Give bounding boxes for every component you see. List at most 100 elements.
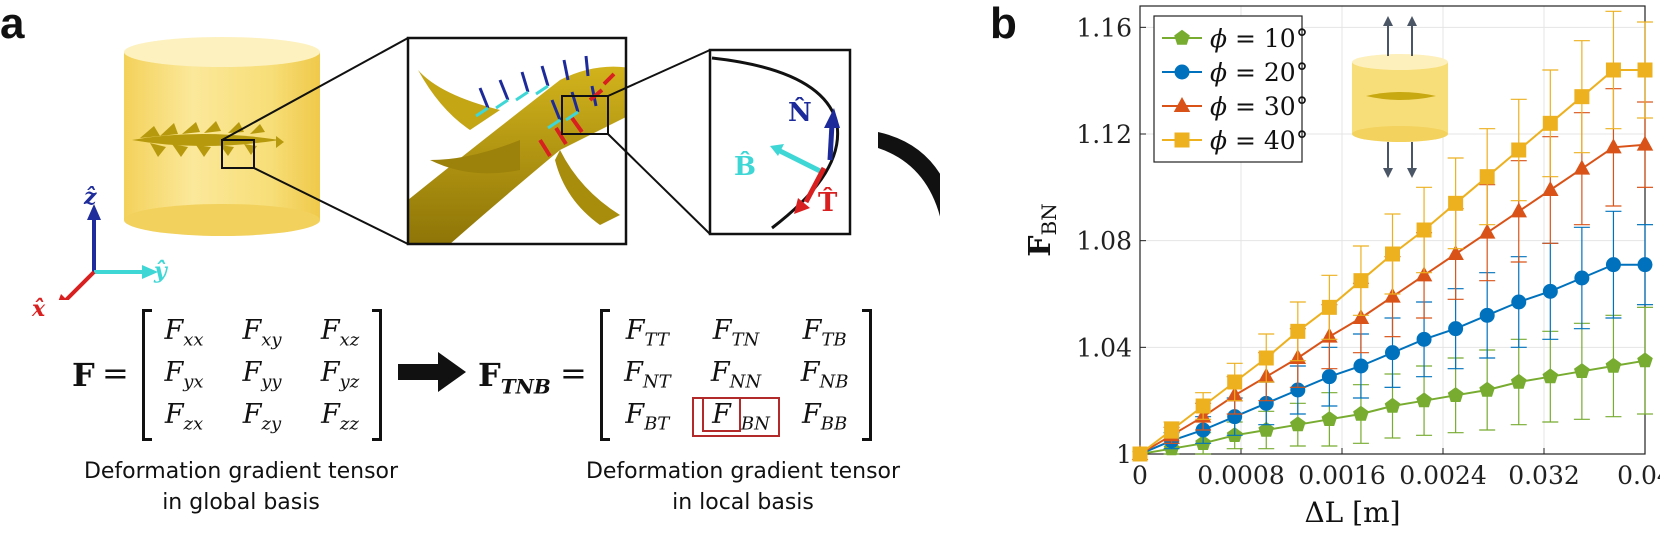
- matrix-TNB-entry-nt: FNT: [624, 357, 671, 393]
- y-axis-label-main: F: [1023, 235, 1058, 256]
- fbn-line-chart: 00.00080.00160.00240.0320.0411.041.081.1…: [1023, 5, 1660, 529]
- matrix-F-symbol: F: [72, 356, 95, 394]
- caption-global-line1: Deformation gradient tensor: [83, 459, 399, 484]
- caption-local-line1: Deformation gradient tensor: [585, 459, 901, 484]
- tension-arrow-up-head: [1383, 16, 1393, 26]
- y-tick-label: 1.12: [1076, 120, 1132, 149]
- series-20-point: [1321, 369, 1337, 385]
- series-30-point: [1478, 223, 1496, 239]
- series-10-point: [1574, 363, 1590, 378]
- legend-label-prefix: ϕ =: [1210, 58, 1264, 87]
- matrix-TNB-entry-bb: FBB: [802, 399, 848, 435]
- label-T: T̂: [818, 188, 838, 218]
- x-tick-label: 0.0024: [1399, 461, 1486, 490]
- series-10-point: [1637, 352, 1653, 368]
- legend-label: ϕ = 30°: [1210, 92, 1308, 121]
- series-20-point: [1258, 395, 1274, 411]
- block-arrow-right: [398, 352, 466, 392]
- x-tick-label: 0: [1132, 461, 1148, 490]
- series-30-point: [1510, 202, 1527, 218]
- legend-label-value: 10°: [1264, 24, 1308, 53]
- x-tick-label: 0.04: [1617, 461, 1660, 490]
- x-tick-label: 0.0008: [1197, 461, 1284, 490]
- label-z-axis: ẑ: [84, 184, 97, 210]
- series-40-point: [1227, 374, 1243, 390]
- legend-label-value: 20°: [1264, 58, 1308, 87]
- y-tick-label: 1.08: [1076, 227, 1132, 256]
- series-10-point: [1605, 357, 1622, 373]
- series-20-point: [1574, 270, 1590, 286]
- caption-global: Deformation gradient tensor in global ba…: [56, 456, 426, 518]
- series-40-point: [1195, 398, 1211, 414]
- series-10-point: [1321, 411, 1338, 426]
- series-10-point: [1384, 397, 1401, 413]
- zoom-inset-2: [708, 48, 852, 236]
- matrix-TNB-symbol-main: F: [478, 356, 501, 394]
- label-x-axis: x̂: [32, 296, 46, 322]
- series-30-point: [1573, 159, 1591, 175]
- series-10-point: [1542, 368, 1559, 384]
- legend-label-prefix: ϕ =: [1210, 24, 1264, 53]
- matrix-TNB-symbol-sub: TNB: [500, 374, 551, 399]
- series-30-point: [1384, 287, 1401, 303]
- series-20-point: [1479, 307, 1495, 323]
- matrix-F-entry-yy: Fyy: [242, 357, 282, 393]
- y-tick-label: 1.16: [1076, 13, 1132, 42]
- matrix-F-entry-zz: Fzz: [321, 399, 359, 435]
- label-N: N̂: [788, 98, 812, 128]
- x-tick-label: 0.032: [1508, 461, 1580, 490]
- inset-cylinder-top: [1352, 54, 1448, 70]
- series-20-point: [1290, 382, 1306, 398]
- label-y-axis: ŷ: [154, 258, 167, 284]
- panel-a-letter: a: [0, 0, 25, 48]
- legend-label: ϕ = 20°: [1210, 58, 1308, 87]
- series-20-point: [1605, 257, 1621, 273]
- series-20-point: [1511, 294, 1527, 310]
- legend-label-prefix: ϕ =: [1210, 92, 1264, 121]
- legend-marker: [1174, 29, 1190, 45]
- series-30-point: [1447, 245, 1464, 260]
- matrix-TNB-entry-bt: FBT: [625, 399, 670, 435]
- series-30-point: [1636, 135, 1654, 151]
- inset-cylinder-base: [1352, 126, 1448, 142]
- series-10-point: [1416, 392, 1432, 408]
- tension-arrow-down-head: [1407, 168, 1417, 178]
- series-40-point: [1479, 169, 1495, 185]
- legend-marker: [1174, 64, 1190, 80]
- series-40-point: [1542, 115, 1558, 131]
- caption-local: Deformation gradient tensor in local bas…: [558, 456, 928, 518]
- matrix-TNB-entry-tn: FTN: [712, 315, 760, 351]
- legend-marker: [1173, 97, 1191, 112]
- series-40-point: [1637, 62, 1653, 78]
- legend-label-value: 30°: [1264, 92, 1308, 121]
- legend-marker: [1174, 132, 1190, 148]
- series-30-point: [1605, 138, 1622, 154]
- series-40-point: [1416, 222, 1432, 238]
- matrix-F-entry-xy: Fxy: [242, 315, 282, 351]
- legend-label-prefix: ϕ =: [1210, 126, 1264, 155]
- matrix-F-entry-zy: Fzy: [242, 399, 282, 435]
- y-tick-label: 1: [1116, 440, 1132, 469]
- matrix-F-entry-yz: Fyz: [320, 357, 360, 393]
- series-40-point: [1574, 89, 1590, 105]
- matrix-F-entry-yx: Fyx: [164, 357, 204, 393]
- matrix-F-entry-xz: Fxz: [320, 315, 360, 351]
- label-B: B̂: [734, 152, 756, 182]
- series-10-point: [1353, 405, 1369, 421]
- series-20-point: [1448, 321, 1464, 337]
- panel-a-illustration: [58, 36, 940, 300]
- series-30-point: [1352, 309, 1370, 324]
- caption-local-line2: in local basis: [672, 490, 814, 515]
- zoom-inset-1: [406, 36, 628, 246]
- legend-label-value: 40°: [1264, 126, 1308, 155]
- panel-b-letter: b: [990, 0, 1017, 48]
- zoom-box-2: [561, 95, 609, 135]
- series-40-point: [1321, 299, 1337, 315]
- legend-label: ϕ = 10°: [1210, 24, 1308, 53]
- series-40-point: [1353, 273, 1369, 289]
